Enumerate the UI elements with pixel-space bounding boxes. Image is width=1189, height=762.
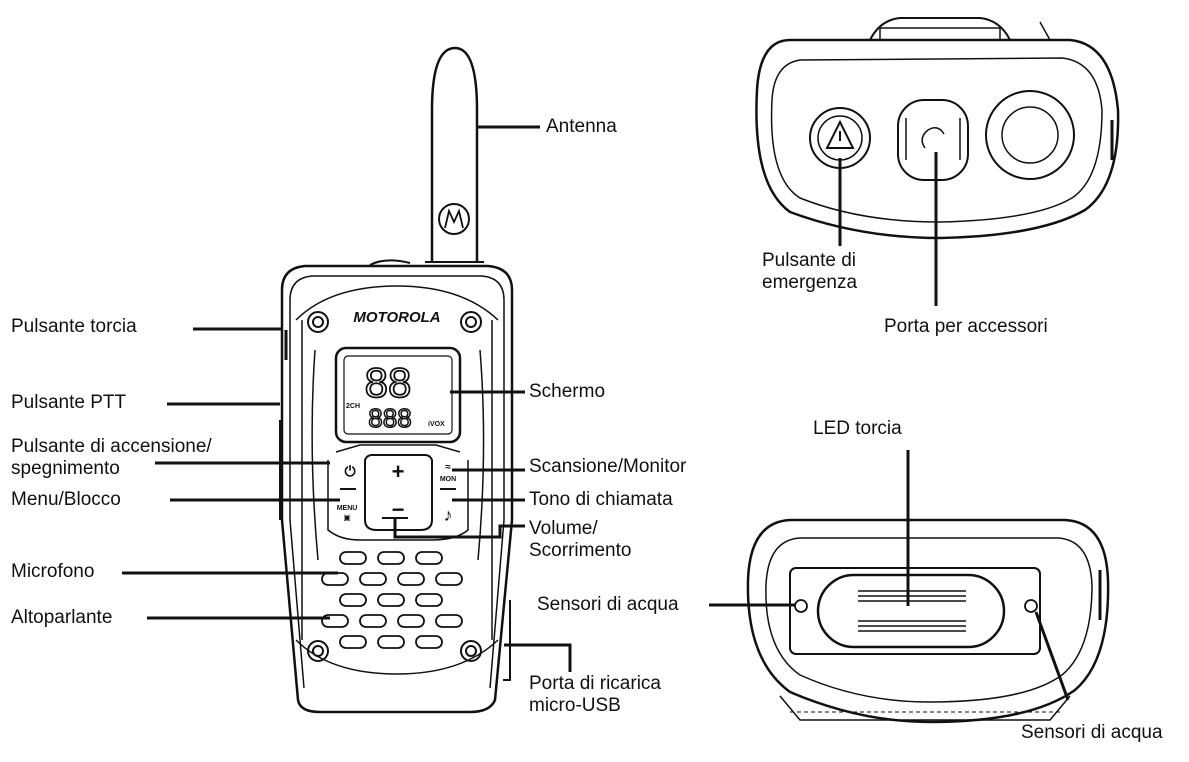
label-flashlight-led: LED torcia: [813, 418, 902, 439]
label-emergency-line2: emergenza: [762, 272, 858, 293]
label-power-button-line2: spegnimento: [11, 458, 120, 479]
display-screen: [334, 346, 462, 453]
scan-icon: ≈: [445, 462, 451, 473]
corner-screws: [307, 311, 482, 662]
antenna: [425, 46, 484, 263]
label-speaker: Altoparlante: [11, 607, 113, 628]
display-big-digits: 88: [365, 359, 412, 406]
label-accessory-port: Porta per accessori: [884, 316, 1048, 337]
volume-minus-icon: −: [392, 497, 405, 522]
label-emergency-line1: Pulsante di: [762, 250, 857, 271]
power-icon: ⏻: [344, 463, 355, 479]
label-menu-lock: Menu/Blocco: [11, 489, 121, 510]
radio-body: [279, 259, 514, 714]
label-water-sensors-left: Sensori di acqua: [537, 594, 679, 615]
label-usb-port-line2: micro-USB: [529, 695, 621, 716]
label-ptt-button: Pulsante PTT: [11, 392, 127, 413]
keypad: [327, 454, 469, 541]
label-call-tone: Tono di chiamata: [529, 489, 673, 510]
device-markings: MOTOROLA 88 888 2CH iVOX MENU MON ⏻ + − …: [337, 309, 456, 525]
label-screen: Schermo: [529, 381, 606, 402]
display-2ch-tag: 2CH: [346, 403, 360, 410]
label-scan-monitor: Scansione/Monitor: [529, 456, 687, 477]
label-microphone: Microfono: [11, 561, 95, 582]
label-usb-port-line1: Porta di ricarica: [529, 673, 661, 694]
lock-icon: ▣: [343, 513, 351, 522]
key-mon-text: MON: [440, 476, 456, 483]
call-tone-icon: ♪: [444, 505, 453, 525]
volume-plus-icon: +: [392, 459, 405, 484]
label-water-sensors-right: Sensori di acqua: [1021, 722, 1163, 743]
key-menu-text: MENU: [337, 505, 358, 512]
brand-logo: MOTOROLA: [353, 309, 440, 326]
label-volume-line2: Scorrimento: [529, 540, 632, 561]
label-antenna: Antenna: [546, 116, 617, 137]
bottom-view: [746, 518, 1110, 724]
label-flashlight-button: Pulsante torcia: [11, 316, 137, 337]
display-small-digits: 888: [368, 403, 411, 433]
label-power-button-line1: Pulsante di accensione/: [11, 436, 212, 457]
leader-lines: [122, 125, 1070, 701]
display-ivox-tag: iVOX: [428, 421, 445, 428]
label-volume-line1: Volume/: [529, 518, 598, 539]
speaker-grille: [321, 551, 463, 649]
